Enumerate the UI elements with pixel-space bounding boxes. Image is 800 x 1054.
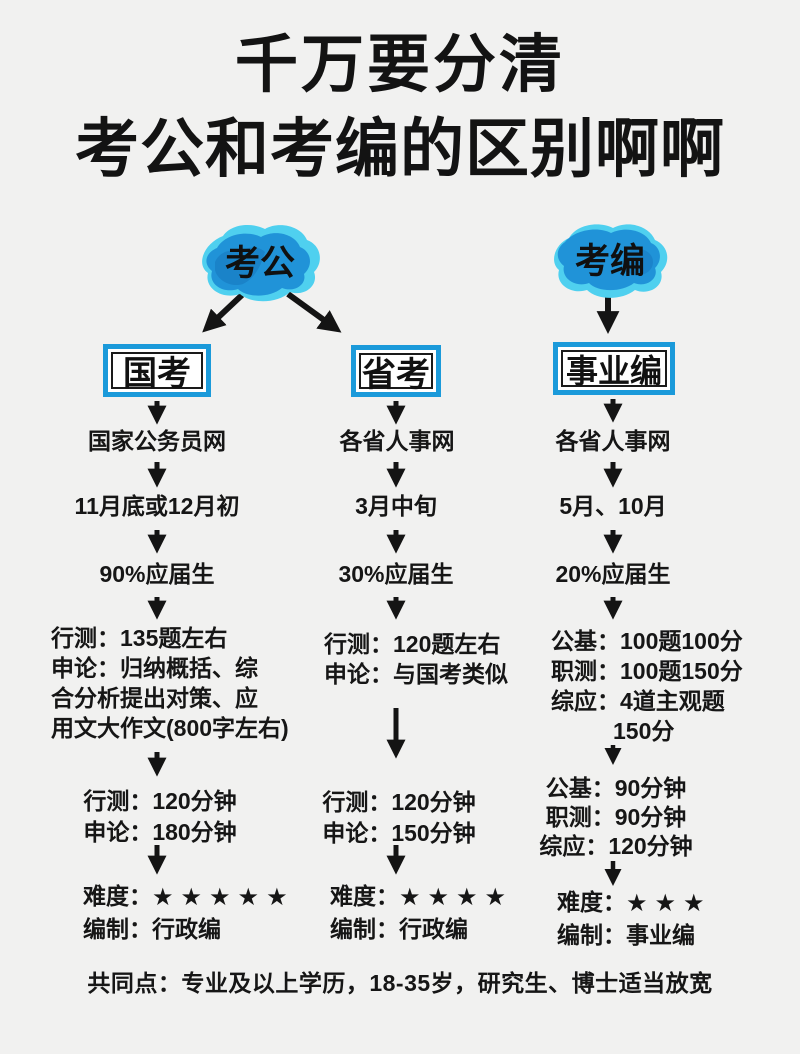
col1-subjects-line: 行测：135题左右: [51, 625, 228, 651]
kaogong-cloud-label: 考公: [224, 243, 295, 283]
col3-fresh-rate-label: 20%应届生: [555, 561, 671, 587]
common-points-note: 共同点：专业及以上学历，18-35岁，研究生、博士适当放宽: [87, 970, 713, 996]
guokao-header-box: 国考: [103, 344, 211, 397]
cloud-blob-icon: [554, 224, 668, 298]
col2-subjects-line: 行测：120题左右: [324, 631, 501, 657]
col2-establishment-label: 编制：: [330, 916, 399, 942]
col1-establishment-row: 编制：行政编: [83, 913, 295, 946]
col2-duration-line: 行测：120分钟: [322, 789, 476, 815]
col1-subjects-line: 用文大作文(800字左右): [51, 715, 289, 741]
col3-duration-line: 综应：120分钟: [539, 833, 693, 859]
shengkao-header-box: 省考: [351, 345, 441, 397]
col1-duration-line: 行测：120分钟: [83, 788, 237, 814]
col1-subjects-line: 申论：归纳概括、综: [51, 655, 258, 681]
col1-durations-block: 行测：120分钟 申论：180分钟: [83, 786, 236, 848]
page-title: 千万要分清 考公和考编的区别啊啊: [0, 24, 800, 192]
col3-duration-line: 公基：90分钟: [545, 775, 687, 801]
col3-duration-line: 职测：90分钟: [545, 804, 687, 830]
col2-durations-block: 行测：120分钟 申论：150分钟: [322, 787, 475, 849]
col1-difficulty-label: 难度：: [83, 883, 152, 909]
col2-difficulty-stars: ★★★★: [399, 884, 514, 911]
guokao-header-label: 国考: [123, 355, 191, 393]
kaogong-cloud-badge: 考公: [195, 222, 325, 304]
col2-schedule-label: 3月中旬: [355, 493, 437, 519]
col3-subjects-block: 公基：100题100分 职测：100题150分 综应：4道主观题 150分: [551, 626, 743, 746]
col3-establishment-row: 编制：事业编: [557, 919, 712, 952]
col1-schedule-label: 11月底或12月初: [74, 493, 240, 519]
cloud-blob-icon: [202, 224, 320, 302]
col3-subjects-line: 公基：100题100分: [551, 628, 743, 654]
col2-summary-block: 难度：★★★★ 编制：行政编: [330, 880, 513, 946]
col1-difficulty-stars: ★★★★★: [152, 884, 295, 911]
col1-site-label: 国家公务员网: [88, 428, 226, 454]
col3-schedule-label: 5月、10月: [559, 493, 667, 519]
col3-subjects-line: 150分: [613, 718, 675, 744]
title-line-2: 考公和考编的区别啊啊: [75, 113, 725, 185]
col2-fresh-rate-label: 30%应届生: [338, 561, 454, 587]
col3-difficulty-stars: ★★★: [626, 890, 712, 917]
col2-duration-line: 申论：150分钟: [322, 820, 476, 846]
col3-durations-block: 公基：90分钟 职测：90分钟 综应：120分钟: [539, 774, 692, 861]
col2-establishment-row: 编制：行政编: [330, 913, 513, 946]
col1-establishment-label: 编制：: [83, 916, 152, 942]
col1-subjects-block: 行测：135题左右 申论：归纳概括、综 合分析提出对策、应 用文大作文(800字…: [51, 623, 289, 743]
col1-summary-block: 难度：★★★★★ 编制：行政编: [83, 880, 295, 946]
col3-difficulty-label: 难度：: [557, 889, 626, 915]
col2-difficulty-row: 难度：★★★★: [330, 880, 513, 913]
shengkao-header-label: 省考: [362, 355, 430, 394]
col3-subjects-line: 综应：4道主观题: [551, 688, 725, 714]
kaobian-cloud-label: 考编: [574, 241, 645, 281]
col3-summary-block: 难度：★★★ 编制：事业编: [557, 886, 712, 952]
col3-subjects-line: 职测：100题150分: [551, 658, 743, 684]
col3-difficulty-row: 难度：★★★: [557, 886, 712, 919]
col2-difficulty-label: 难度：: [330, 883, 399, 909]
title-line-1: 千万要分清: [235, 30, 565, 100]
shiyebian-header-box: 事业编: [553, 342, 675, 395]
col1-establishment-value: 行政编: [152, 916, 221, 942]
col3-site-label: 各省人事网: [555, 428, 671, 454]
col1-difficulty-row: 难度：★★★★★: [83, 880, 295, 913]
shiyebian-header-label: 事业编: [565, 352, 662, 389]
kaobian-cloud-badge: 考编: [545, 220, 675, 302]
col1-duration-line: 申论：180分钟: [83, 819, 237, 845]
col2-subjects-line: 申论：与国考类似: [324, 661, 508, 687]
col1-fresh-rate-label: 90%应届生: [99, 561, 215, 587]
col3-establishment-value: 事业编: [626, 922, 695, 948]
col1-subjects-line: 合分析提出对策、应: [51, 685, 258, 711]
col2-site-label: 各省人事网: [339, 428, 455, 454]
col2-establishment-value: 行政编: [399, 916, 468, 942]
col2-subjects-block: 行测：120题左右 申论：与国考类似: [324, 629, 508, 689]
col3-establishment-label: 编制：: [557, 922, 626, 948]
